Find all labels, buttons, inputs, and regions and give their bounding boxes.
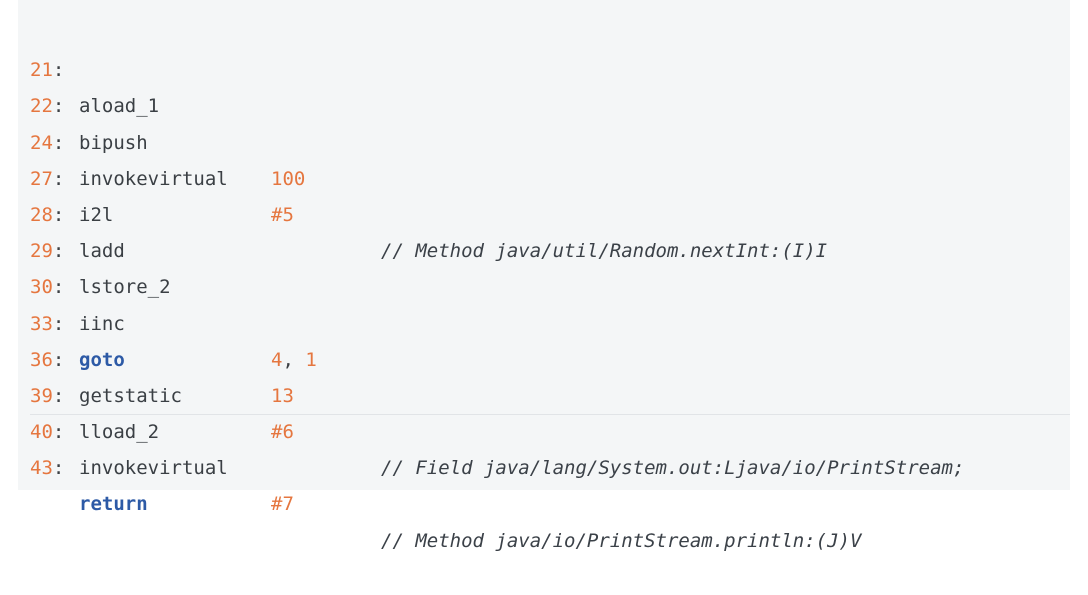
operand: 13 [271, 384, 294, 407]
opcode: invokevirtual [79, 167, 228, 190]
operand: #5 [271, 203, 294, 226]
code-line-27: 27: i2l [18, 125, 1070, 226]
opcode: bipush [79, 131, 148, 154]
code-line-43: 43: return [18, 414, 1070, 515]
opcode: aload_1 [79, 95, 160, 118]
comment: // Method java/io/PrintStream.println:(J… [381, 529, 862, 552]
divider [30, 414, 1070, 416]
offset: 24: [30, 131, 65, 154]
comment: // Field java/lang/System.out:Ljava/io/P… [381, 457, 965, 480]
code-line-39: 39: lload_2 [18, 342, 1070, 443]
offset: 21: [30, 59, 65, 82]
operand: #6 [271, 421, 294, 444]
opcode: getstatic [79, 384, 182, 407]
offset: 39: [30, 384, 65, 407]
comment: // Method java/util/Random.nextInt:(I)I [381, 240, 828, 263]
opcode: ladd [79, 240, 125, 263]
code-line-24: 24: invokevirtual #5 // Method java/util… [18, 88, 1070, 263]
code-line-40: 40: invokevirtual #7 // Method java/io/P… [18, 378, 1070, 552]
code-line-21: 21: aload_1 [18, 16, 1070, 117]
bytecode-listing: 21: aload_1 22: bipush 100 24: invokevir… [18, 0, 1070, 552]
offset: 22: [30, 95, 65, 118]
offset: 30: [30, 276, 65, 299]
operand: #7 [271, 493, 294, 516]
code-line-33: 33: goto 13 [18, 269, 1070, 407]
operand: 4, 1 [271, 348, 317, 371]
opcode: lload_2 [79, 421, 160, 444]
opcode-keyword: return [79, 493, 148, 516]
code-line-28: 28: ladd [18, 161, 1070, 262]
code-line-36: 36: getstatic #6 // Field java/lang/Syst… [18, 306, 1070, 480]
offset: 36: [30, 348, 65, 371]
operand: 100 [271, 167, 306, 190]
opcode: iinc [79, 312, 125, 335]
opcode: i2l [79, 203, 114, 226]
offset: 27: [30, 167, 65, 190]
opcode-keyword: goto [79, 348, 125, 371]
code-line-30: 30: iinc 4, 1 [18, 233, 1070, 370]
offset: 43: [30, 457, 65, 480]
opcode: invokevirtual [79, 457, 228, 480]
code-line-29: 29: lstore_2 [18, 197, 1070, 298]
offset: 28: [30, 203, 65, 226]
offset: 33: [30, 312, 65, 335]
opcode: lstore_2 [79, 276, 171, 299]
code-line-22: 22: bipush 100 [18, 52, 1070, 189]
offset: 29: [30, 240, 65, 263]
offset: 40: [30, 421, 65, 444]
